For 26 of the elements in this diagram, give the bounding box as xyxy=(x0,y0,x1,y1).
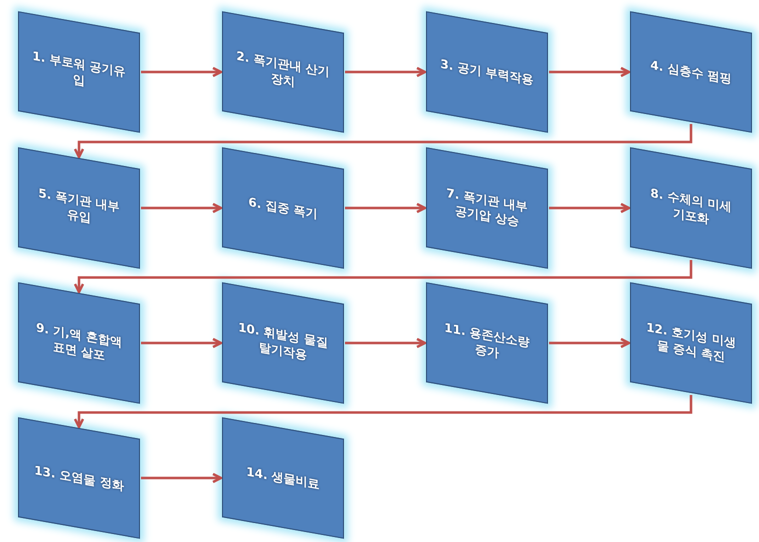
process-box: 8. 수체의 미세 기포화 xyxy=(630,147,752,269)
arrow xyxy=(141,472,222,484)
arrow xyxy=(549,338,630,348)
arrow xyxy=(141,66,222,78)
process-box: 7. 폭기관 내부 공기압 상승 xyxy=(426,147,548,269)
arrow xyxy=(141,202,222,214)
process-box: 10. 휘발성 물질 탈기작용 xyxy=(222,282,344,404)
arrow xyxy=(74,124,692,158)
arrow xyxy=(141,338,222,348)
process-box: 14. 생물비료 xyxy=(222,417,344,539)
arrow xyxy=(549,66,630,78)
arrow xyxy=(549,202,630,214)
process-box: 9. 기,액 혼합액 표면 살포 xyxy=(18,282,140,404)
arrow xyxy=(345,338,426,348)
process-box: 12. 호기성 미생물 증식 촉진 xyxy=(630,282,752,404)
process-box: 13. 오염물 정화 xyxy=(18,417,140,539)
process-box: 1. 부로워 공기유입 xyxy=(18,11,140,133)
arrow xyxy=(74,395,692,428)
arrow xyxy=(74,260,692,294)
process-box: 4. 심층수 펌핑 xyxy=(630,11,752,133)
arrow xyxy=(345,202,426,214)
process-box: 6. 집중 폭기 xyxy=(222,147,344,269)
process-box: 3. 공기 부력작용 xyxy=(426,11,548,133)
process-box: 5. 폭기관 내부 유입 xyxy=(18,147,140,269)
arrow xyxy=(345,66,426,78)
process-box: 2. 폭기관내 산기장치 xyxy=(222,11,344,133)
